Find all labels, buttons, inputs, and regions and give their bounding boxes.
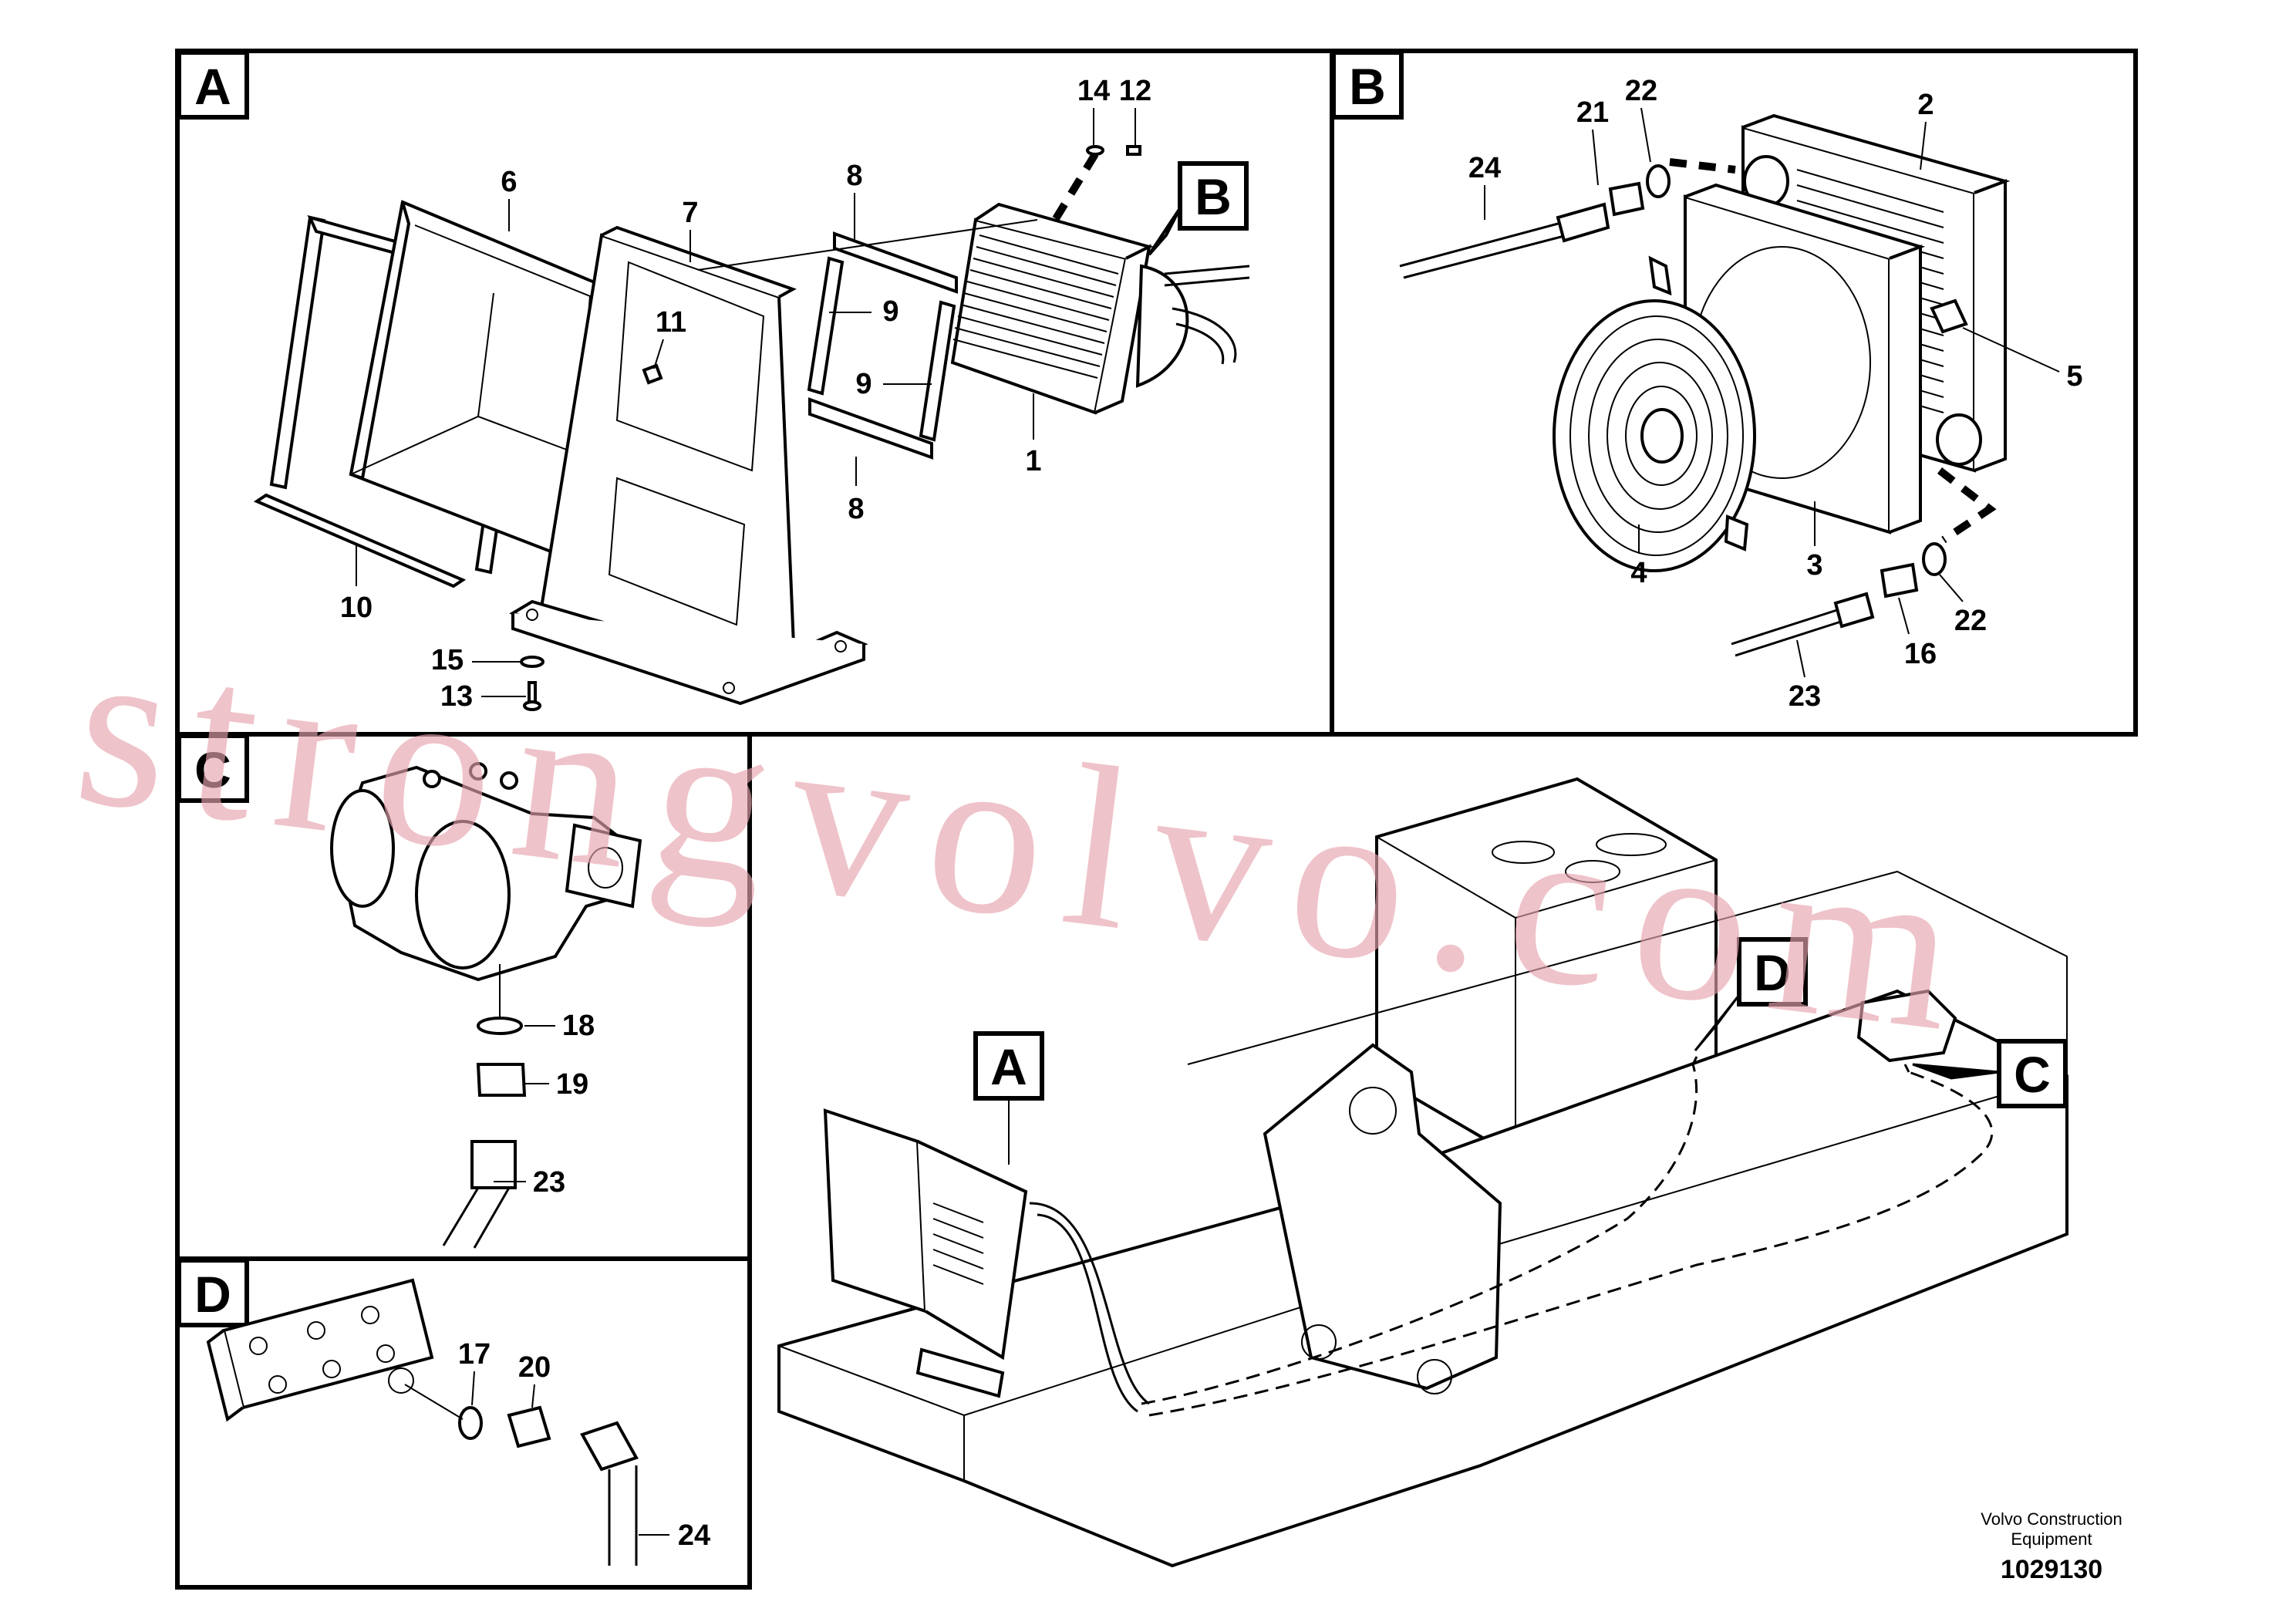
callout-a-11: 11 (656, 306, 686, 339)
panel-b-callouts: 24 21 22 2 5 4 3 16 22 23 (1468, 75, 2083, 713)
callout-a-6: 6 (501, 166, 517, 198)
callout-a-1: 1 (1025, 445, 1041, 477)
callout-a-9-right: 9 (855, 368, 872, 400)
callout-a-14: 14 (1077, 75, 1110, 107)
footer-company-line1: Volvo Construction (1981, 1509, 2122, 1529)
panel-label-c: C (177, 733, 249, 803)
callout-a-15: 15 (431, 644, 464, 676)
callout-b-5: 5 (2066, 360, 2082, 393)
footer-company-line2: Equipment (2011, 1529, 2092, 1549)
callout-a-12: 12 (1119, 75, 1151, 107)
callout-b-22-bottom: 22 (1954, 605, 1987, 637)
panel-letter-a: A (194, 58, 231, 115)
panel-letter-b: B (1349, 58, 1386, 115)
callout-d-17: 17 (458, 1338, 491, 1371)
callout-d-20: 20 (518, 1351, 551, 1384)
detail-ref-b: B (1148, 161, 1249, 256)
callout-c-19: 19 (556, 1068, 588, 1101)
panel-a-drawing (253, 145, 1250, 711)
svg-text:C: C (2014, 1046, 2051, 1103)
callout-b-2: 2 (1917, 89, 1934, 121)
panel-c-drawing (330, 762, 642, 1249)
overview-drawing (777, 777, 2068, 1568)
callout-a-8-top: 8 (846, 160, 862, 192)
callout-b-3: 3 (1806, 549, 1822, 582)
svg-text:D: D (1754, 944, 1791, 1001)
callout-b-4: 4 (1630, 557, 1647, 589)
callout-a-10: 10 (340, 592, 373, 624)
callout-d-24: 24 (678, 1519, 710, 1552)
panel-d-drawing (206, 1278, 639, 1566)
callout-a-13: 13 (440, 680, 473, 713)
callout-b-24: 24 (1468, 152, 1501, 184)
callout-b-23: 23 (1789, 680, 1821, 713)
panel-a-callouts: 6 7 11 8 9 9 8 1 10 14 12 15 13 (340, 75, 1151, 713)
callout-a-8-bottom: 8 (848, 493, 864, 525)
panel-label-a: A (177, 50, 249, 120)
panel-label-b: B (1331, 50, 1404, 120)
panel-d-callouts: 17 20 24 (458, 1338, 710, 1552)
panel-c-callouts: 18 19 23 (494, 1010, 595, 1199)
callout-a-7: 7 (682, 197, 698, 229)
panel-letter-d: D (194, 1266, 231, 1323)
callout-b-16: 16 (1904, 638, 1937, 670)
callout-b-22-top: 22 (1625, 75, 1657, 107)
footer-doc-number: 1029130 (2001, 1555, 2102, 1584)
panel-frames (175, 49, 2138, 1590)
svg-text:A: A (990, 1038, 1027, 1095)
overview-ref-c: C (1912, 1039, 2068, 1108)
callout-c-18: 18 (562, 1010, 595, 1042)
callout-a-9-left: 9 (882, 295, 899, 328)
panel-label-d: D (177, 1258, 249, 1327)
footer: Volvo Construction Equipment 1029130 (1981, 1509, 2122, 1584)
overview-ref-a: A (973, 1031, 1044, 1165)
callout-b-21: 21 (1576, 96, 1609, 129)
panel-b-drawing (1399, 113, 2011, 657)
panel-letter-c: C (194, 741, 231, 798)
callout-c-23: 23 (533, 1166, 565, 1199)
svg-text:B: B (1195, 168, 1232, 225)
overview-ref-d: D (1694, 937, 1808, 1051)
